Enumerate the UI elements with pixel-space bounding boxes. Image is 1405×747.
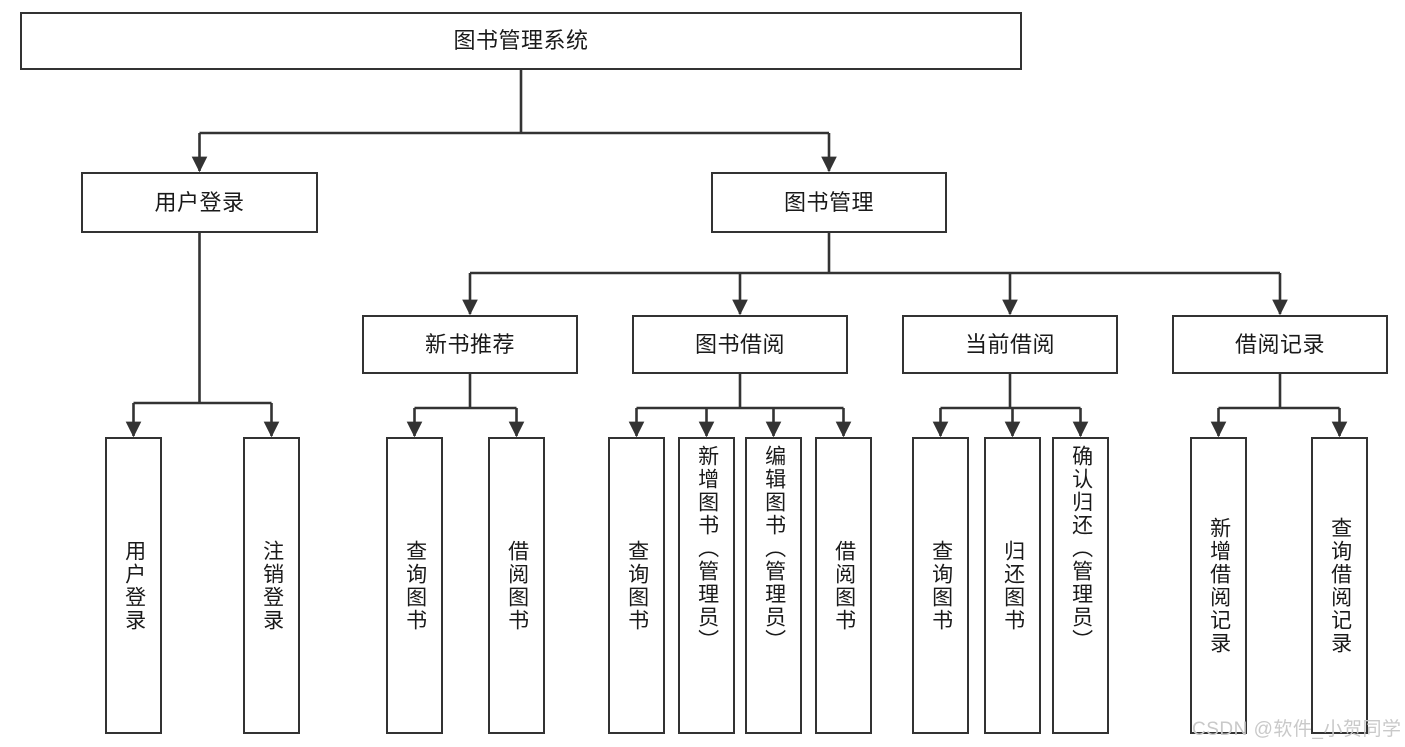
node-label: 查询图书 (625, 539, 649, 632)
node-label: 借阅图书 (505, 539, 529, 632)
csdn-watermark: CSDN @软件_小贺同学 (1192, 719, 1402, 740)
node-leaf-logout-login[interactable]: 注销登录 (243, 437, 300, 734)
node-label: 注销登录 (260, 539, 284, 632)
node-root[interactable]: 图书管理系统 (20, 12, 1022, 70)
node-label: 查询图书 (929, 539, 953, 632)
node-leaf-query-book-borrow[interactable]: 查询图书 (608, 437, 665, 734)
node-label: 归还图书 (1001, 539, 1025, 632)
node-label: 新书推荐 (424, 331, 515, 357)
node-label: 用户登录 (122, 539, 146, 632)
node-label: 图书管理系统 (453, 28, 589, 54)
node-leaf-query-borrow-record[interactable]: 查询借阅记录 (1311, 437, 1368, 734)
node-leaf-borrow-book[interactable]: 借阅图书 (815, 437, 872, 734)
node-label: 用户登录 (154, 189, 245, 215)
node-label: 查询借阅记录 (1328, 516, 1352, 655)
node-label: 借阅图书 (832, 539, 856, 632)
node-label: 新增借阅记录 (1207, 516, 1231, 655)
node-label: 图书借阅 (694, 331, 785, 357)
node-leaf-query-book-cur[interactable]: 查询图书 (912, 437, 969, 734)
node-current-borrow[interactable]: 当前借阅 (902, 315, 1118, 374)
node-leaf-add-borrow-record[interactable]: 新增借阅记录 (1190, 437, 1247, 734)
node-label: 编辑图书（管理员） (762, 445, 786, 652)
node-label: 借阅记录 (1234, 331, 1325, 357)
node-new-book-recommend[interactable]: 新书推荐 (362, 315, 578, 374)
node-user-login[interactable]: 用户登录 (81, 172, 318, 233)
node-book-manage[interactable]: 图书管理 (711, 172, 947, 233)
node-label: 图书管理 (783, 189, 874, 215)
node-leaf-return-book[interactable]: 归还图书 (984, 437, 1041, 734)
node-book-borrow[interactable]: 图书借阅 (632, 315, 848, 374)
node-leaf-confirm-return-admin[interactable]: 确认归还（管理员） (1052, 437, 1109, 734)
node-leaf-borrow-book-rec[interactable]: 借阅图书 (488, 437, 545, 734)
node-leaf-query-book-rec[interactable]: 查询图书 (386, 437, 443, 734)
node-label: 确认归还（管理员） (1069, 445, 1093, 652)
node-leaf-add-book-admin[interactable]: 新增图书（管理员） (678, 437, 735, 734)
node-label: 当前借阅 (964, 331, 1055, 357)
node-leaf-edit-book-admin[interactable]: 编辑图书（管理员） (745, 437, 802, 734)
node-borrow-record[interactable]: 借阅记录 (1172, 315, 1388, 374)
node-leaf-user-login[interactable]: 用户登录 (105, 437, 162, 734)
node-label: 查询图书 (403, 539, 427, 632)
node-label: 新增图书（管理员） (695, 445, 719, 652)
